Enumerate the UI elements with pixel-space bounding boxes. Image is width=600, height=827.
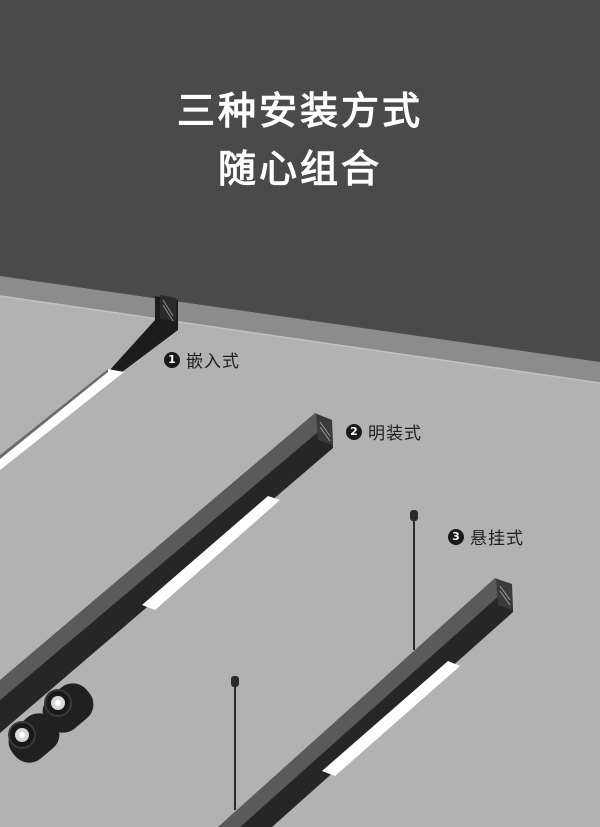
number-badge: 3: [448, 528, 464, 545]
number-badge: 1: [164, 351, 180, 368]
headline: 三种安装方式 随心组合: [0, 82, 600, 198]
headline-line-2: 随心组合: [217, 147, 382, 191]
suspended-track-light: [218, 510, 513, 827]
label-suspended: 3 悬挂式: [448, 524, 524, 549]
headline-line-1: 三种安装方式: [176, 89, 423, 133]
number-badge: 2: [346, 423, 362, 440]
label-surface: 2 明装式: [346, 419, 422, 444]
spotlight-pair: [8, 683, 94, 763]
recessed-track-light: [0, 295, 178, 470]
label-text: 明装式: [368, 424, 422, 444]
label-text: 悬挂式: [470, 529, 524, 549]
label-text: 嵌入式: [186, 352, 240, 372]
surface-track-light: [0, 413, 333, 763]
wall-backdrop: [0, 0, 600, 362]
label-recessed: 1 嵌入式: [164, 347, 240, 372]
